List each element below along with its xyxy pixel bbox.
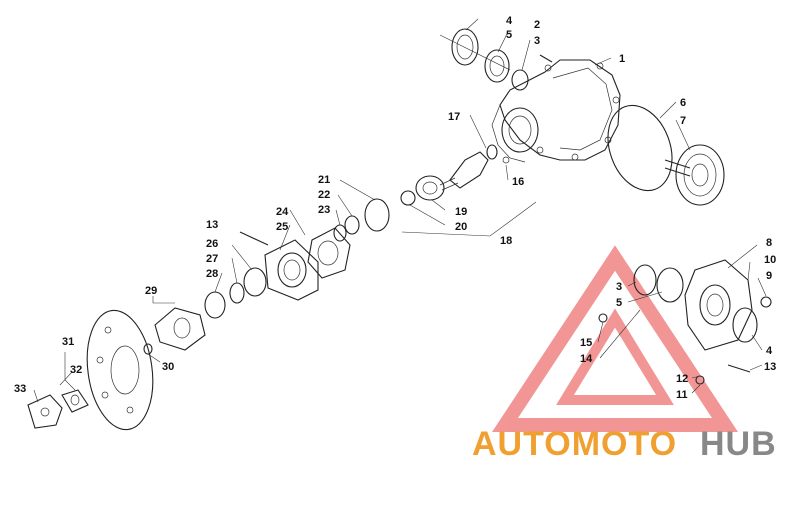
callout-13-right: 13 — [764, 361, 776, 373]
callout-16: 16 — [512, 176, 524, 188]
callout-labels: 1 2 3 4 5 6 7 16 17 18 19 20 21 22 23 24… — [14, 15, 776, 401]
output-housing-24 — [264, 239, 319, 301]
callout-22: 22 — [318, 189, 330, 201]
callout-29: 29 — [145, 285, 157, 297]
watermark-part2: HUB — [700, 425, 777, 463]
bolt-13-left — [239, 231, 269, 246]
seal-4-top — [451, 28, 479, 66]
callout-5: 5 — [506, 29, 512, 41]
ring-gear-7 — [664, 144, 725, 206]
u-joint-31 — [61, 389, 89, 413]
callout-33: 33 — [14, 383, 26, 395]
pinion-gear-17 — [439, 144, 498, 191]
bolt-2 — [539, 54, 553, 63]
brake-disc-30 — [86, 309, 154, 431]
callout-32: 32 — [70, 364, 82, 376]
callout-18: 18 — [500, 235, 512, 247]
callout-11: 11 — [676, 389, 688, 401]
bolt-13-right — [727, 364, 751, 373]
seal-21 — [364, 198, 390, 232]
callout-5-right: 5 — [616, 297, 622, 309]
ring-3-right — [633, 264, 657, 296]
callout-13-left: 13 — [206, 219, 218, 231]
plug-9 — [760, 296, 772, 308]
callout-6: 6 — [680, 97, 686, 109]
ring-22 — [344, 215, 360, 235]
callout-10: 10 — [764, 254, 776, 266]
callout-4-right: 4 — [766, 345, 773, 357]
callout-3: 3 — [534, 35, 540, 47]
callout-31: 31 — [62, 336, 74, 348]
spacer-20 — [400, 190, 416, 206]
callout-8: 8 — [766, 237, 772, 249]
callout-21: 21 — [318, 174, 330, 186]
callout-17: 17 — [448, 111, 460, 123]
gasket-25 — [307, 227, 351, 279]
flange-33 — [27, 394, 63, 429]
callout-30: 30 — [162, 361, 174, 373]
yoke-29 — [154, 307, 206, 351]
washer-15 — [598, 313, 608, 323]
callout-9: 9 — [766, 270, 772, 282]
seal-4-right — [732, 307, 758, 343]
callout-14: 14 — [580, 353, 593, 365]
callout-3-right: 3 — [616, 281, 622, 293]
callout-19: 19 — [455, 206, 467, 218]
bearing-28 — [204, 291, 226, 319]
callout-26: 26 — [206, 238, 218, 250]
callout-27: 27 — [206, 253, 218, 265]
ring-27 — [229, 282, 245, 304]
washer-16 — [502, 156, 510, 164]
callout-23: 23 — [318, 204, 330, 216]
rear-drive-housing — [491, 59, 621, 163]
bearing-19 — [415, 175, 445, 201]
callout-2: 2 — [534, 19, 540, 31]
watermark-part1: AUTOMOTO — [472, 425, 677, 463]
watermark-logo — [492, 245, 738, 432]
ring-3-top — [511, 69, 529, 91]
callout-1: 1 — [619, 53, 625, 65]
watermark-text: AUTOMOTO HUB — [472, 425, 777, 463]
bearing-5-top — [484, 49, 510, 83]
leader-lines — [33, 18, 767, 403]
callout-24: 24 — [276, 206, 289, 218]
callout-15: 15 — [580, 337, 592, 349]
o-ring-6 — [607, 104, 673, 192]
right-cover — [684, 259, 753, 351]
bearing-5-right — [656, 267, 684, 303]
callout-7: 7 — [680, 115, 686, 127]
callout-28: 28 — [206, 268, 218, 280]
callout-4: 4 — [506, 15, 513, 27]
callout-20: 20 — [455, 221, 467, 233]
seal-26 — [243, 267, 267, 297]
callout-25: 25 — [276, 221, 288, 233]
callout-12: 12 — [676, 373, 688, 385]
